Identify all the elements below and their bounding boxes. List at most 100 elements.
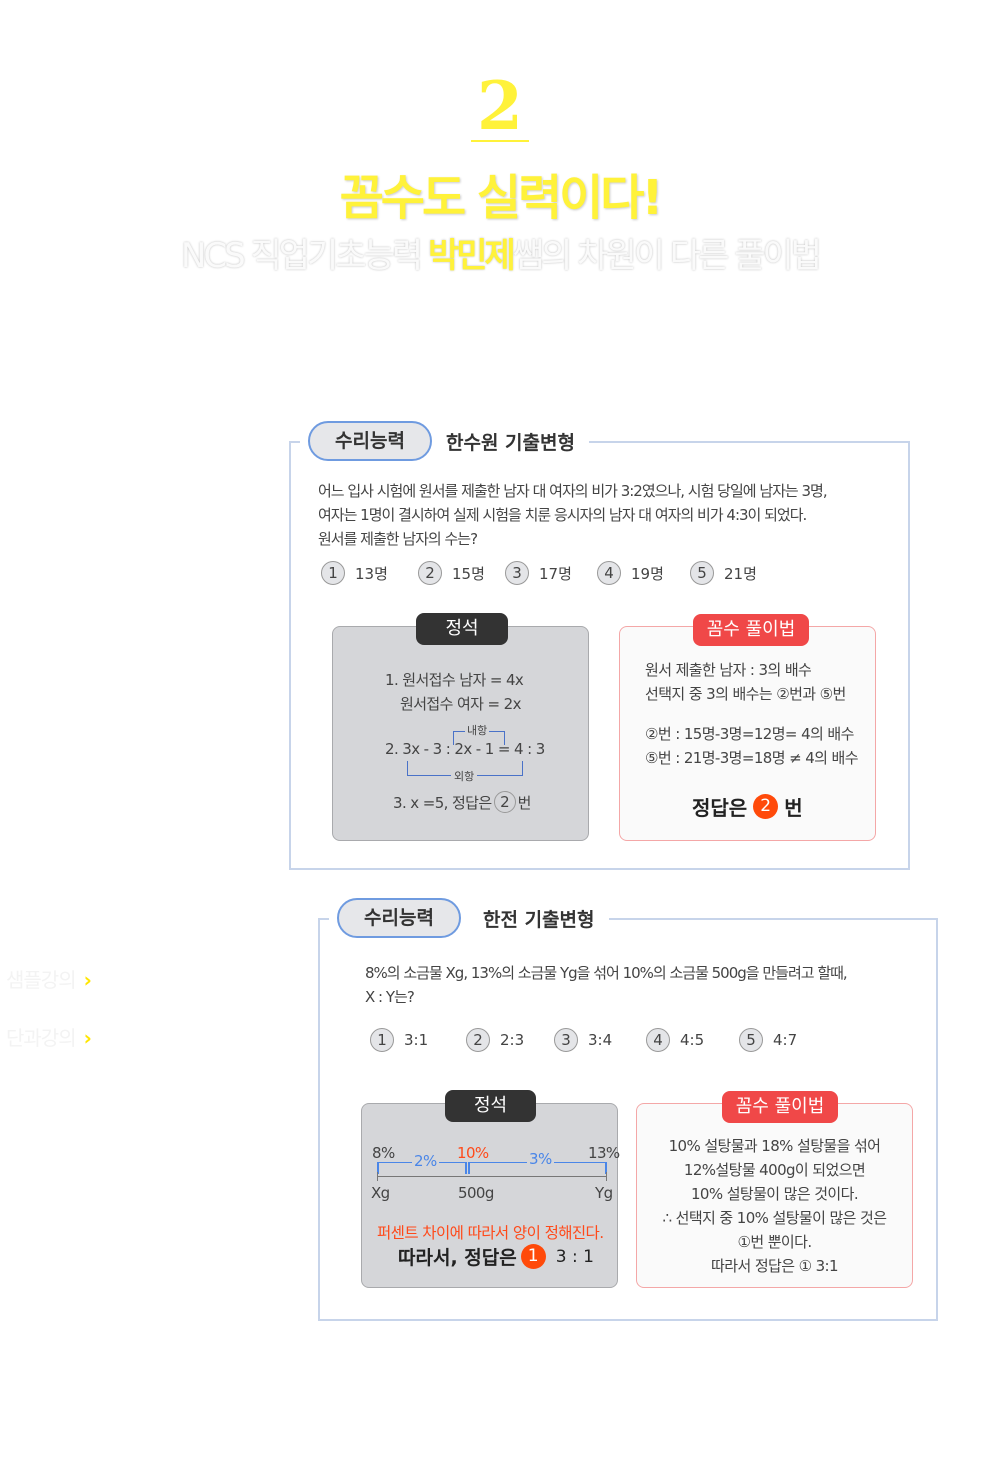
label-500g: 500g bbox=[458, 1184, 494, 1202]
problem-heading: 한전 기출변형 bbox=[461, 904, 609, 932]
side-nav-sample-lecture[interactable]: 샘플강의› bbox=[6, 964, 92, 993]
question-line: 어느 입사 시험에 원서를 제출한 남자 대 여자의 비가 3:2였으나, 시험… bbox=[318, 482, 828, 500]
category-pill: 수리능력 bbox=[337, 898, 461, 938]
choice-1[interactable]: 1 3:1 bbox=[370, 1028, 428, 1052]
trick-line: 선택지 중 3의 배수는 ②번과 ⑤번 bbox=[645, 685, 846, 703]
choice-number: 1 bbox=[370, 1028, 394, 1052]
trick-line: 따라서 정답은 ① 3:1 bbox=[711, 1257, 839, 1275]
page-subtitle: NCS 직업기초능력 박민제쌤의 차원이 다른 풀이법 bbox=[0, 228, 1000, 277]
choice-value: 4:5 bbox=[680, 1031, 705, 1049]
question-line: 8%의 소금물 Xg, 13%의 소금물 Yg을 섞어 10%의 소금물 500… bbox=[365, 964, 848, 982]
answer-suffix: 번 bbox=[784, 796, 803, 820]
side-nav-single-lecture[interactable]: 단과강의› bbox=[6, 1022, 92, 1051]
inner-term-label: 내항 bbox=[465, 722, 490, 738]
answer-badge: 1 bbox=[520, 1244, 546, 1269]
trick-solution-box: 원서 제출한 남자 : 3의 배수 선택지 중 3의 배수는 ②번과 ⑤번 ②번… bbox=[619, 626, 876, 841]
trick-line: 10% 설탕물이 많은 것이다. bbox=[690, 1185, 859, 1203]
outer-term-label: 외항 bbox=[451, 768, 478, 784]
trick-line: ⑤번 : 21명-3명=18명 ≠ 4의 배수 bbox=[645, 749, 859, 767]
standard-tag: 정석 bbox=[416, 613, 508, 645]
answer-ratio: 3 : 1 bbox=[555, 1246, 594, 1267]
trick-line: 12%설탕물 400g이 되었으면 bbox=[683, 1161, 866, 1179]
problem-card-2 bbox=[318, 918, 938, 1321]
problem-card-1 bbox=[289, 441, 910, 870]
choice-value: 3:1 bbox=[404, 1031, 429, 1049]
question-line: 원서를 제출한 남자의 수는? bbox=[318, 530, 478, 548]
chevron-right-icon: › bbox=[83, 1026, 92, 1050]
choice-value: 3:4 bbox=[588, 1031, 613, 1049]
answer-text: 3. x =5, 정답은 bbox=[393, 793, 492, 812]
trick-line: 원서 제출한 남자 : 3의 배수 bbox=[645, 661, 812, 679]
diff-2: 2% bbox=[412, 1152, 439, 1170]
choice-3[interactable]: 3 3:4 bbox=[554, 1028, 612, 1052]
question-text: 8%의 소금물 Xg, 13%의 소금물 Yg을 섞어 10%의 소금물 500… bbox=[365, 961, 848, 1009]
choice-2[interactable]: 2 2:3 bbox=[466, 1028, 524, 1052]
choice-value: 2:3 bbox=[500, 1031, 525, 1049]
choice-value: 4:7 bbox=[773, 1031, 798, 1049]
standard-solution-box: 1. 원서접수 남자 = 4x 원서접수 여자 = 2x 내항 2. 3x - … bbox=[332, 626, 589, 841]
side-nav-label: 단과강의 bbox=[6, 1026, 77, 1050]
trick-solution-box: 10% 설탕물과 18% 설탕물을 섞어 12%설탕물 400g이 되었으면 1… bbox=[636, 1103, 913, 1288]
diff-3: 3% bbox=[527, 1150, 554, 1168]
answer-suffix: 번 bbox=[517, 793, 532, 812]
choice-number: 3 bbox=[505, 561, 529, 585]
standard-solution-box: 8% 10% 13% 2% 3% Xg 500g Yg 퍼센트 차이에 따라서 … bbox=[361, 1103, 620, 1288]
choice-value: 21명 bbox=[724, 564, 757, 583]
choice-number: 2 bbox=[418, 561, 442, 585]
choice-1[interactable]: 1 13명 bbox=[321, 561, 388, 585]
subtitle-pre: NCS 직업기초능력 bbox=[180, 236, 428, 276]
answer-text: 정답은 bbox=[692, 796, 748, 820]
trick-tag: 꼼수 풀이법 bbox=[722, 1091, 838, 1123]
choice-value: 13명 bbox=[355, 564, 388, 583]
question-line: 여자는 1명이 결시하여 실제 시험을 치룬 응시자의 남자 대 여자의 비가 … bbox=[318, 506, 807, 524]
page-title: 꼼수도 실력이다! bbox=[339, 170, 664, 226]
answer-text: 따라서, 정답은 bbox=[398, 1247, 517, 1269]
trick-line: ①번 뿐이다. bbox=[737, 1233, 813, 1251]
subtitle-post: 쌤의 차원이 다른 풀이법 bbox=[512, 236, 822, 276]
choice-5[interactable]: 5 4:7 bbox=[739, 1028, 797, 1052]
answer-number: 2 bbox=[493, 791, 516, 813]
choice-value: 17명 bbox=[539, 564, 572, 583]
section-number: 2 bbox=[477, 67, 523, 145]
choice-5[interactable]: 5 21명 bbox=[690, 561, 757, 585]
choice-number: 4 bbox=[646, 1028, 670, 1052]
category-pill: 수리능력 bbox=[308, 421, 432, 461]
question-line: X : Y는? bbox=[365, 988, 415, 1006]
solution-equation: 2. 3x - 3 : 2x - 1 = 4 : 3 bbox=[385, 740, 545, 758]
trick-tag: 꼼수 풀이법 bbox=[693, 614, 809, 646]
chevron-right-icon: › bbox=[83, 968, 92, 992]
choice-number: 3 bbox=[554, 1028, 578, 1052]
choice-2[interactable]: 2 15명 bbox=[418, 561, 485, 585]
side-nav-label: 샘플강의 bbox=[6, 968, 77, 992]
choice-number: 1 bbox=[321, 561, 345, 585]
answer-badge: 2 bbox=[753, 794, 779, 819]
problem-header-1: 수리능력 한수원 기출변형 bbox=[300, 421, 589, 461]
choice-4[interactable]: 4 4:5 bbox=[646, 1028, 704, 1052]
label-xg: Xg bbox=[371, 1184, 390, 1202]
standard-tag: 정석 bbox=[445, 1090, 536, 1122]
percent-8: 8% bbox=[372, 1144, 395, 1162]
trick-line: 10% 설탕물과 18% 설탕물을 섞어 bbox=[668, 1137, 881, 1155]
solution-note: 퍼센트 차이에 따라서 양이 정해진다. bbox=[377, 1224, 604, 1242]
question-text: 어느 입사 시험에 원서를 제출한 남자 대 여자의 비가 3:2였으나, 시험… bbox=[318, 479, 828, 551]
choice-value: 15명 bbox=[452, 564, 485, 583]
percent-10: 10% bbox=[457, 1144, 489, 1162]
problem-heading: 한수원 기출변형 bbox=[432, 427, 589, 455]
choice-number: 5 bbox=[739, 1028, 763, 1052]
choice-number: 5 bbox=[690, 561, 714, 585]
percent-13: 13% bbox=[588, 1144, 620, 1162]
solution-line: 1. 원서접수 남자 = 4x bbox=[385, 671, 524, 689]
problem-header-2: 수리능력 한전 기출변형 bbox=[329, 898, 609, 938]
solution-line: 원서접수 여자 = 2x bbox=[400, 695, 522, 713]
choice-value: 19명 bbox=[631, 564, 664, 583]
choice-3[interactable]: 3 17명 bbox=[505, 561, 572, 585]
choice-number: 4 bbox=[597, 561, 621, 585]
choice-number: 2 bbox=[466, 1028, 490, 1052]
choice-4[interactable]: 4 19명 bbox=[597, 561, 664, 585]
label-yg: Yg bbox=[595, 1184, 613, 1202]
instructor-name: 박민제 bbox=[427, 236, 516, 276]
number-underline bbox=[471, 140, 529, 142]
